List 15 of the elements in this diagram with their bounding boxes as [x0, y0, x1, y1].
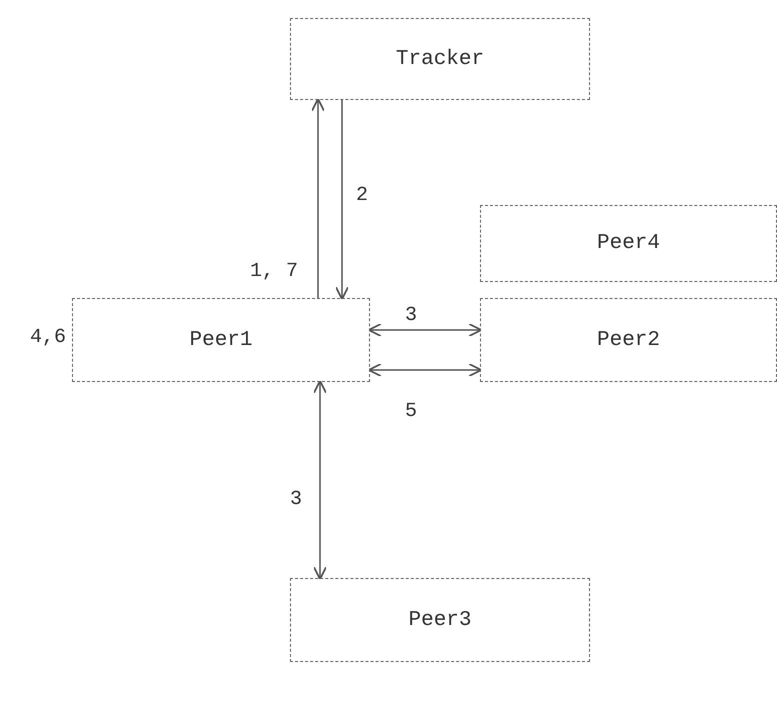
- node-label: Tracker: [396, 48, 484, 70]
- peer-box: [290, 18, 590, 100]
- node-label: Peer2: [596, 328, 660, 352]
- peer-box: [480, 298, 777, 382]
- arrow: [335, 100, 349, 300]
- peer-box: [480, 205, 777, 282]
- node-label: Peer4: [596, 232, 660, 255]
- arrow: [313, 380, 327, 580]
- arrow: [368, 323, 482, 337]
- peer-box: [72, 298, 370, 382]
- arrow: [368, 363, 482, 377]
- arrow: [311, 98, 325, 298]
- peer-box: [290, 578, 590, 662]
- node-label: Peer3: [408, 608, 472, 632]
- node-label: Peer1: [189, 328, 252, 352]
